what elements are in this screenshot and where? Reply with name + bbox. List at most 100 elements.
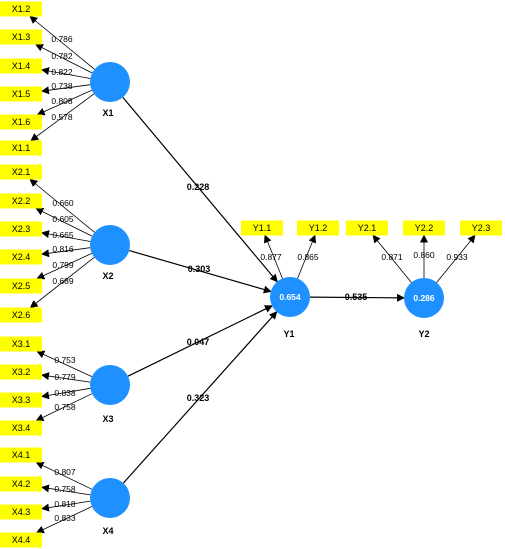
- loading-arrow-X4-2: [41, 484, 91, 496]
- loading-arrow-X2-2: [35, 208, 93, 237]
- loading-arrow-X2-5: [36, 253, 93, 280]
- loading-value-X4-1: 0.807: [54, 467, 76, 477]
- loading-arrow-X2-6: [29, 257, 95, 309]
- indicator-box-X1-1[interactable]: [0, 140, 42, 156]
- latent-circle-X1[interactable]: [90, 62, 130, 102]
- indicator-box-X4-3[interactable]: [0, 504, 42, 520]
- indicator-box-X2-4[interactable]: [0, 249, 42, 265]
- indicator-box-Y1-1[interactable]: [241, 220, 283, 236]
- indicator-label-X4-2: X4.2: [12, 479, 31, 489]
- indicator-label-Y2-3: Y2.3: [472, 223, 491, 233]
- latent-circle-Y1[interactable]: [270, 277, 310, 317]
- loading-value-X1-6: 0.808: [51, 96, 73, 106]
- indicator-box-X3-1[interactable]: [0, 336, 42, 352]
- loading-value-X4-3: 0.818: [54, 499, 76, 509]
- indicator-box-X2-2[interactable]: [0, 193, 42, 209]
- loading-value-X1-3: 0.782: [51, 51, 73, 61]
- indicator-box-Y2-2[interactable]: [403, 220, 445, 236]
- loading-value-Y1-2: 0.865: [297, 252, 319, 262]
- loading-value-X3-4: 0.758: [54, 402, 76, 412]
- indicator-label-X2-5: X2.5: [12, 281, 31, 291]
- indicator-label-Y1-1: Y1.1: [253, 223, 272, 233]
- indicator-label-X4-3: X4.3: [12, 507, 31, 517]
- loading-value-X2-1: 0.660: [52, 198, 74, 208]
- indicator-box-X1-5[interactable]: [0, 86, 42, 102]
- r-squared-Y2: 0.286: [413, 293, 435, 303]
- loading-arrow-X1-5: [41, 84, 91, 95]
- indicator-box-X2-6[interactable]: [0, 307, 42, 323]
- indicator-label-X2-2: X2.2: [12, 196, 31, 206]
- loading-value-Y2-3: 0.933: [446, 252, 468, 262]
- indicator-box-X1-3[interactable]: [0, 29, 42, 45]
- loading-value-Y2-1: 0.871: [381, 252, 403, 262]
- indicator-box-Y2-3[interactable]: [460, 220, 502, 236]
- indicator-label-X3-3: X3.3: [12, 395, 31, 405]
- path-coef-X4-Y1: 0.323: [187, 393, 210, 403]
- indicator-label-X2-6: X2.6: [12, 310, 31, 320]
- loading-arrow-X1-2: [29, 15, 95, 70]
- indicator-box-X1-4[interactable]: [0, 58, 42, 74]
- loading-arrow-X1-1: [30, 93, 95, 142]
- loading-value-X1-2: 0.786: [51, 34, 73, 44]
- latent-circle-Y2[interactable]: [404, 278, 444, 318]
- indicator-box-X3-2[interactable]: [0, 364, 42, 380]
- indicator-label-X4-1: X4.1: [12, 450, 31, 460]
- indicator-box-X2-1[interactable]: [0, 164, 42, 180]
- latent-label-X2: X2: [102, 271, 113, 281]
- indicator-box-X2-5[interactable]: [0, 278, 42, 294]
- loading-arrow-X2-4: [41, 247, 91, 258]
- path-coef-X3-Y1: 0.047: [187, 337, 210, 347]
- loading-value-Y2-2: 0.860: [413, 250, 435, 260]
- loading-value-Y1-1: 0.877: [260, 252, 282, 262]
- latent-label-X1: X1: [102, 108, 113, 118]
- indicator-box-Y2-1[interactable]: [346, 220, 388, 236]
- path-arrow-X3-Y1: [127, 305, 273, 377]
- latent-label-Y2: Y2: [418, 329, 429, 339]
- latent-circle-X2[interactable]: [90, 225, 130, 265]
- loading-value-X1-5: 0.738: [51, 81, 73, 91]
- latent-circle-X4[interactable]: [90, 478, 130, 518]
- path-arrow-X4-Y1: [122, 311, 278, 484]
- loading-arrow-X3-3: [41, 387, 91, 400]
- loading-value-X2-4: 0.816: [52, 244, 74, 254]
- indicator-box-X2-3[interactable]: [0, 221, 42, 237]
- loading-arrow-X4-4: [35, 506, 93, 534]
- indicator-box-X1-6[interactable]: [0, 114, 42, 130]
- indicator-box-X3-3[interactable]: [0, 392, 42, 408]
- indicator-label-X2-1: X2.1: [12, 167, 31, 177]
- path-coef-Y1-Y2: 0.535: [345, 292, 368, 302]
- indicator-label-X1-6: X1.6: [12, 117, 31, 127]
- loading-value-X1-4: 0.822: [51, 67, 73, 77]
- loading-arrow-X4-1: [35, 461, 93, 490]
- indicator-label-X3-2: X3.2: [12, 367, 31, 377]
- loading-arrow-X1-3: [34, 44, 93, 74]
- path-coef-X2-Y1: 0.303: [188, 264, 211, 274]
- loading-arrow-Y1-1: [263, 234, 283, 279]
- indicator-box-X4-1[interactable]: [0, 447, 42, 463]
- arrows-layer: [29, 15, 476, 534]
- indicator-label-X1-4: X1.4: [12, 61, 31, 71]
- indicator-label-X3-4: X3.4: [12, 423, 31, 433]
- indicator-box-X3-4[interactable]: [0, 420, 42, 436]
- loading-arrow-Y1-2: [297, 234, 317, 279]
- indicator-label-X1-2: X1.2: [12, 4, 31, 14]
- loading-arrow-Y2-3: [436, 234, 476, 283]
- latent-circle-X3[interactable]: [90, 365, 130, 405]
- indicator-label-X4-4: X4.4: [12, 535, 31, 545]
- indicator-box-X4-2[interactable]: [0, 476, 42, 492]
- indicator-box-X4-4[interactable]: [0, 532, 42, 548]
- path-arrow-X1-Y1: [122, 96, 278, 283]
- loading-value-X4-2: 0.758: [54, 484, 76, 494]
- indicator-box-Y1-2[interactable]: [297, 220, 339, 236]
- labels-layer: 0.2280.3030.0470.3230.535X1.20.786X1.30.…: [12, 4, 491, 545]
- loading-value-X3-2: 0.779: [54, 372, 76, 382]
- path-coef-X1-Y1: 0.228: [187, 182, 210, 192]
- indicator-label-X2-3: X2.3: [12, 224, 31, 234]
- loading-arrow-X2-3: [41, 230, 91, 242]
- indicator-box-X1-2[interactable]: [0, 1, 42, 17]
- indicator-label-X1-5: X1.5: [12, 89, 31, 99]
- loading-arrow-X1-4: [41, 67, 91, 79]
- loading-value-X1-1: 0.578: [51, 112, 73, 122]
- loading-arrow-X4-3: [41, 500, 91, 512]
